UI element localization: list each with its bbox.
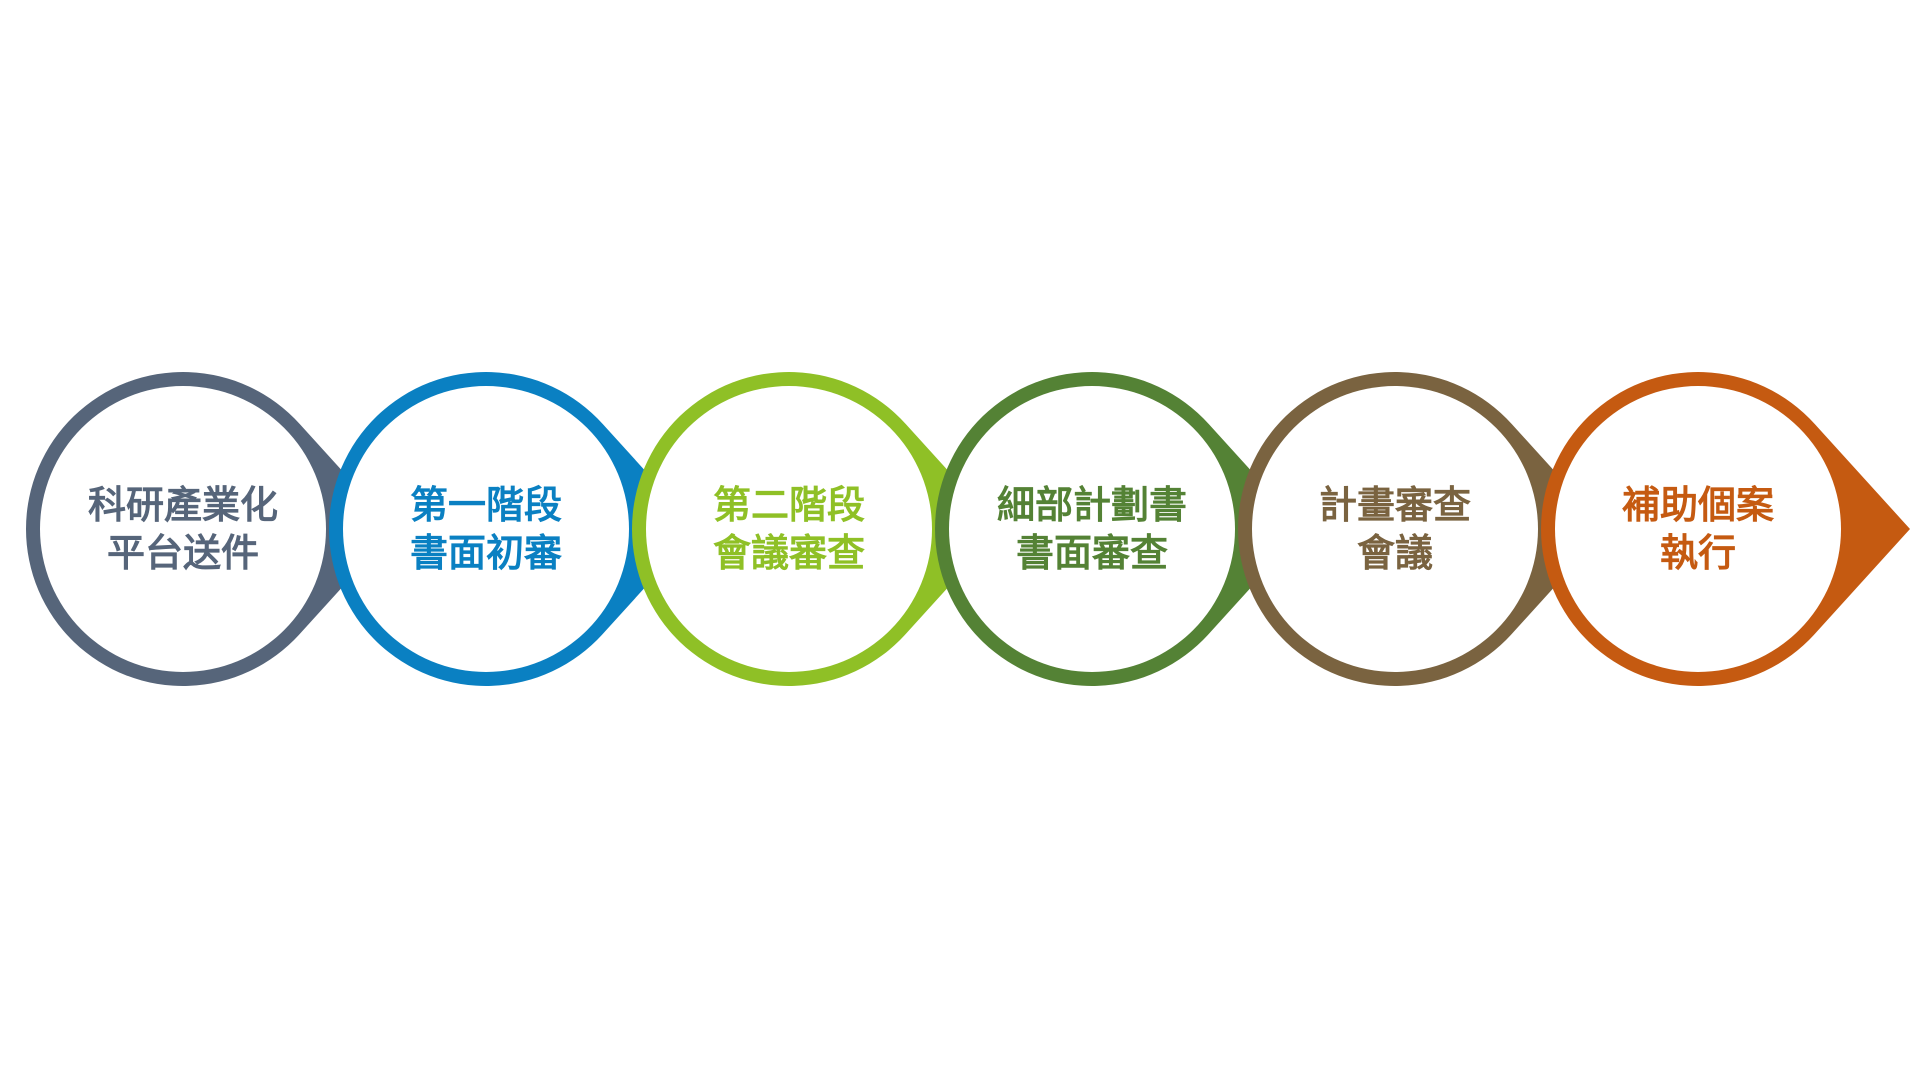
flow-step-inner-circle bbox=[1252, 386, 1538, 672]
flow-step-inner-circle bbox=[343, 386, 629, 672]
flow-step-label-line: 平台送件 bbox=[107, 531, 259, 575]
flow-step-inner-circle bbox=[949, 386, 1235, 672]
flow-step-inner-circle bbox=[1555, 386, 1841, 672]
flow-step-label-line: 細部計劃書 bbox=[997, 483, 1187, 527]
flow-step-label-line: 第一階段 bbox=[410, 483, 562, 527]
flow-step-label-line: 執行 bbox=[1660, 531, 1736, 575]
flow-step-label-line: 書面初審 bbox=[410, 531, 563, 575]
flow-step-label-line: 科研產業化 bbox=[88, 483, 278, 527]
flow-step-inner-circle bbox=[646, 386, 932, 672]
flow-step-label-line: 會議審查 bbox=[713, 531, 865, 575]
flow-step-label-line: 會議 bbox=[1357, 531, 1433, 575]
flow-step-label-line: 補助個案 bbox=[1622, 483, 1775, 527]
flow-step-label-line: 計畫審查 bbox=[1319, 483, 1471, 527]
flow-step-label-line: 第二階段 bbox=[713, 483, 865, 527]
flow-step-inner-circle bbox=[40, 386, 326, 672]
flow-step-label-line: 書面審查 bbox=[1016, 531, 1168, 575]
